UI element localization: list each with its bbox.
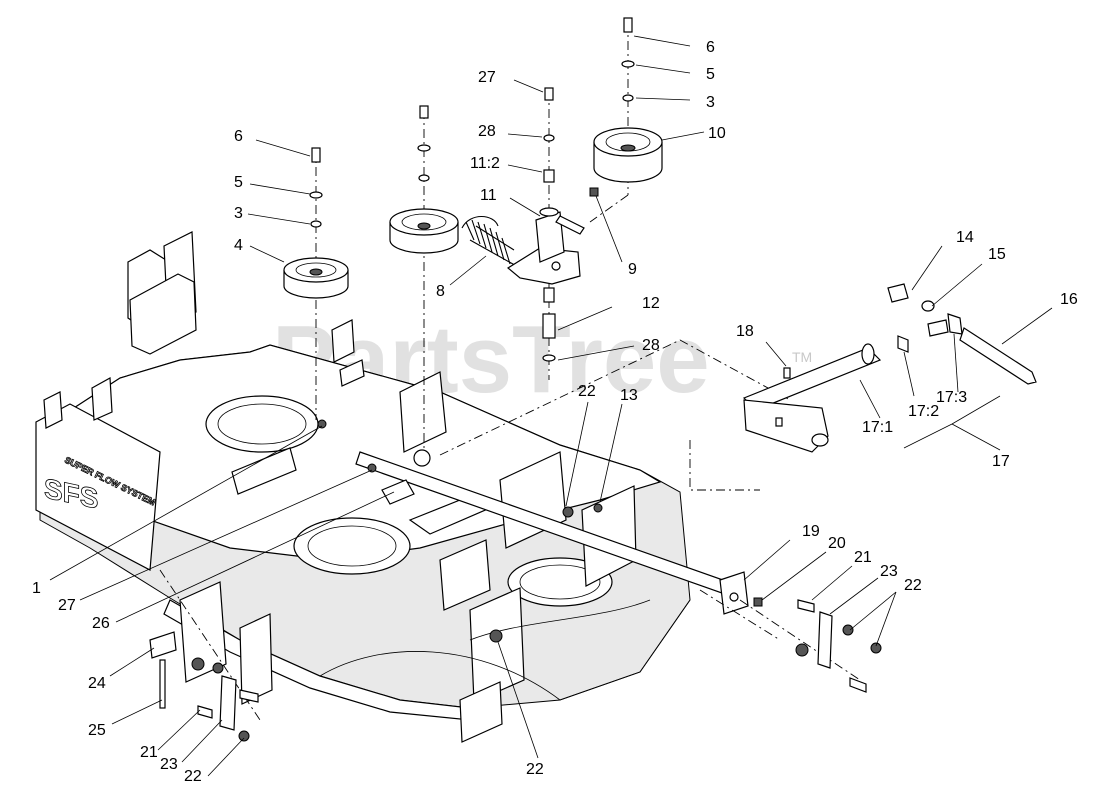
label-16: 16	[1060, 291, 1078, 308]
label-24: 24	[88, 675, 106, 692]
bushing-11-2	[543, 169, 555, 183]
label-25: 25	[88, 722, 106, 739]
label-6b: 6	[234, 128, 243, 145]
label-10: 10	[708, 125, 726, 142]
label-23b: 23	[160, 756, 178, 773]
label-5b: 5	[234, 174, 243, 191]
spacer-12	[542, 313, 556, 339]
label-26: 26	[92, 615, 110, 632]
label-13: 13	[620, 387, 638, 404]
label-21a: 21	[854, 549, 872, 566]
nut-17-2	[897, 335, 909, 353]
chain-bracket-23-left	[219, 675, 237, 731]
label-22d: 22	[526, 761, 544, 778]
nut-9	[589, 187, 599, 197]
washer-28-bottom	[542, 354, 556, 362]
left-idler-pulley-assembly	[283, 147, 349, 299]
bolt-middle	[419, 105, 429, 119]
rod-end-17-3	[947, 313, 963, 335]
tension-spring-8	[461, 215, 521, 269]
right-front-hardware	[753, 597, 882, 693]
label-9: 9	[628, 261, 637, 278]
pulley-10	[593, 127, 663, 183]
nut-22-right-a	[842, 624, 854, 636]
label-27b: 27	[58, 597, 76, 614]
label-17: 17	[992, 453, 1010, 470]
label-12: 12	[642, 295, 660, 312]
label-6a: 6	[706, 39, 715, 56]
label-23a: 23	[880, 563, 898, 580]
label-19: 19	[802, 523, 820, 540]
fitting-18	[783, 367, 791, 379]
label-1: 1	[32, 580, 41, 597]
bolt-6-left	[311, 147, 321, 163]
label-17-3: 17:3	[936, 389, 967, 406]
watermark-tm: TM	[792, 349, 812, 365]
mower-deck-housing: SFS SUPER FLOW SYSTEM	[35, 231, 749, 743]
bolt-16	[959, 327, 1037, 385]
label-22c: 22	[184, 768, 202, 785]
nut-22-left	[238, 730, 250, 742]
chain-bracket-23-right	[817, 611, 833, 669]
label-14: 14	[956, 229, 974, 246]
bolt-21-left	[197, 705, 213, 719]
nut-14	[887, 283, 909, 303]
bolt-21-right	[797, 599, 815, 613]
pulley-middle	[389, 208, 459, 254]
right-pulley-assembly	[593, 17, 663, 183]
pulley-4	[283, 257, 349, 299]
washer-28-top	[543, 134, 555, 142]
idler-arm-11	[506, 87, 599, 362]
label-22a: 22	[578, 383, 596, 400]
nut-22-right-b	[870, 642, 882, 654]
label-3a: 3	[706, 94, 715, 111]
part-labels: 6 5 3 10 27 28 11:2 11 9 8 12 28 6 5 3 4…	[32, 39, 1078, 785]
left-front-hardware	[149, 631, 259, 742]
washer-5-right	[621, 60, 635, 68]
spacer-3-right	[622, 94, 634, 102]
spacer-3-left	[310, 220, 322, 228]
leader-lines	[49, 35, 1053, 777]
pin-25	[159, 659, 166, 709]
label-20: 20	[828, 535, 846, 552]
plate-24	[149, 631, 177, 659]
bushing-12-top	[543, 287, 555, 303]
label-11-2: 11:2	[470, 155, 500, 172]
label-11: 11	[480, 187, 497, 204]
washer-5-left	[309, 191, 323, 199]
label-5a: 5	[706, 66, 715, 83]
label-15: 15	[988, 246, 1006, 263]
middle-pulley-assembly	[389, 105, 459, 254]
label-18: 18	[736, 323, 754, 340]
bolt-27-top	[544, 87, 554, 101]
label-17-1: 17:1	[862, 419, 893, 436]
label-4: 4	[234, 237, 243, 254]
label-22b: 22	[904, 577, 922, 594]
washer-15	[921, 300, 935, 312]
label-8: 8	[436, 283, 445, 300]
label-28a: 28	[478, 123, 496, 140]
label-17-2: 17:2	[908, 403, 939, 420]
label-3b: 3	[234, 205, 243, 222]
lift-rod-assembly-17	[742, 283, 1037, 453]
label-28b: 28	[642, 337, 660, 354]
bolt-6-right	[623, 17, 633, 33]
bolt-20	[753, 597, 763, 607]
label-21b: 21	[140, 744, 158, 761]
label-27a: 27	[478, 69, 496, 86]
